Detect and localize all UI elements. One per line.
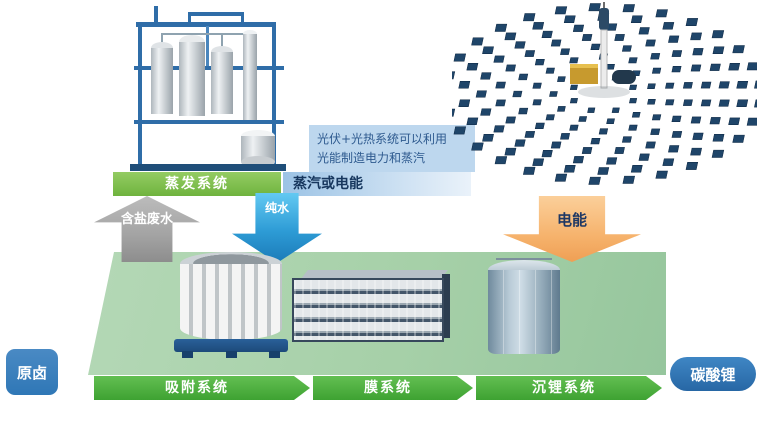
raw-brine-node: 原卤 [6, 349, 58, 395]
solar-info-line2: 光能制造电力和蒸汽 [317, 150, 426, 165]
solar-info-line1: 光伏+光热系统可以利用 [317, 132, 448, 146]
heliostat-field-illustration [452, 2, 757, 185]
pure-water-label: 纯水 [264, 201, 289, 215]
evaporation-plant-illustration [130, 6, 286, 171]
vessel-tubes [180, 264, 282, 340]
vessel-foot [182, 351, 193, 358]
vessel-foot [226, 351, 237, 358]
vessel-skid [174, 339, 288, 352]
evaporation-system-label: 蒸发系统 [113, 172, 281, 196]
membrane-rack-illustration [292, 270, 450, 346]
adsorption-vessel-illustration [172, 250, 290, 362]
solar-tower-illustration [570, 2, 636, 98]
electricity-label: 电能 [556, 211, 587, 229]
precipitation-tank-illustration [488, 258, 560, 358]
flow-step-membrane: 膜系统 [313, 376, 473, 400]
salt-wastewater-label: 含盐废水 [120, 212, 173, 227]
pure-water-arrow: 纯水 [232, 193, 322, 263]
salt-wastewater-arrow: 含盐废水 [94, 196, 200, 262]
flow-step-precipitation: 沉锂系统 [476, 376, 662, 400]
rack-side [442, 274, 450, 338]
electricity-arrow: 电能 [503, 196, 641, 262]
tank-shell [488, 270, 560, 354]
steam-or-power-label: 蒸汽或电能 [283, 172, 471, 196]
tank-railing [496, 258, 552, 267]
membrane-modules [292, 278, 444, 342]
solar-info-note: 光伏+光热系统可以利用 光能制造电力和蒸汽 [309, 125, 475, 172]
vessel-foot [269, 351, 280, 358]
lithium-carbonate-node: 碳酸锂 [670, 357, 756, 391]
flow-step-adsorption: 吸附系统 [94, 376, 310, 400]
